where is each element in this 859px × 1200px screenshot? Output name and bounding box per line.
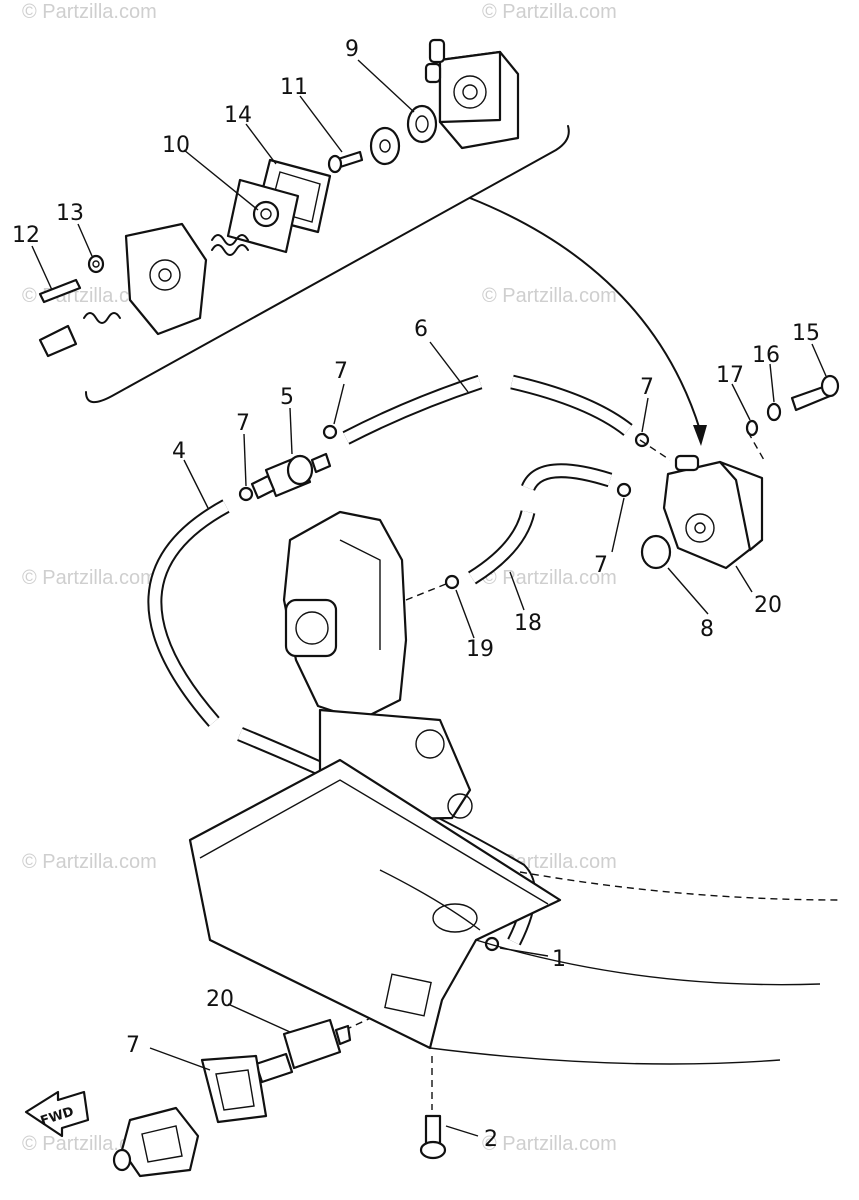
clip-parts [238, 424, 650, 952]
callout-number: 5 [280, 385, 294, 410]
callout-number: 7 [126, 1033, 140, 1058]
watermark-text: © Partzilla.com [482, 1133, 617, 1155]
screw-part-3 [419, 1114, 447, 1160]
carburetor-part [282, 510, 408, 722]
callout-labels: 9 11 14 10 13 12 6 15 7 16 17 5 7 7 4 7 … [12, 37, 820, 1152]
connector-part [112, 1106, 200, 1178]
callout-number: 20 [206, 987, 234, 1012]
leader-lines [31, 59, 827, 1137]
callout-number: 10 [162, 133, 190, 158]
washer-part-17 [745, 419, 759, 437]
spring-part-lower [83, 312, 121, 324]
callout-number: 7 [594, 553, 608, 578]
callout-number: 7 [334, 359, 348, 384]
plate-part-9 [406, 104, 438, 144]
callout-number: 4 [172, 439, 186, 464]
callout-number: 6 [414, 317, 428, 342]
callout-number: 17 [716, 363, 744, 388]
pump-cover-part [424, 38, 520, 150]
check-valve-part [38, 324, 78, 358]
callout-number: 15 [792, 321, 820, 346]
fuel-filter-part-5 [250, 452, 332, 500]
callout-number: 19 [466, 637, 494, 662]
callout-number: 1 [552, 947, 566, 972]
o-ring-part-18 [640, 534, 672, 570]
inset-arrow [469, 197, 707, 446]
bolt-part-15 [790, 374, 840, 412]
callout-number: 14 [224, 103, 252, 128]
watermark-text: © Partzilla.com [482, 1, 617, 23]
fuel-joint-part-1 [254, 1018, 352, 1084]
callout-number: 16 [752, 343, 780, 368]
diaphragm-part-10 [226, 178, 300, 254]
callout-number: 11 [280, 75, 308, 100]
screw-part-12 [38, 278, 82, 304]
screw-part-11 [327, 150, 364, 174]
grommet-part-2 [200, 1054, 268, 1124]
callout-number: 20 [754, 593, 782, 618]
callout-number: 12 [12, 223, 40, 248]
watermark-text: © Partzilla.com [482, 285, 617, 307]
fwd-arrow-icon: FWD [24, 1090, 90, 1138]
callout-number: 18 [514, 611, 542, 636]
bottom-cowling-part [188, 758, 841, 1065]
hose-part-19 [467, 463, 613, 585]
callout-number: 7 [640, 375, 654, 400]
spring-part [211, 234, 249, 256]
callout-number: 2 [484, 1127, 498, 1152]
callout-number: 13 [56, 201, 84, 226]
washer-part-16 [766, 402, 782, 422]
hose-part-6 [342, 374, 633, 445]
callout-number: 8 [700, 617, 714, 642]
washer-part-13 [87, 254, 105, 274]
callout-number: 7 [236, 411, 250, 436]
callout-number: 9 [345, 37, 359, 62]
watermark-text: © Partzilla.com [22, 1, 157, 23]
pump-body-part [124, 222, 208, 336]
fuel-pump-part-8 [662, 454, 764, 570]
inset-frame [85, 125, 570, 403]
watermark-text: © Partzilla.com [482, 567, 617, 589]
watermark-text: © Partzilla.com [22, 567, 157, 589]
valve-part [369, 126, 401, 166]
watermark-text: © Partzilla.com [22, 851, 157, 873]
